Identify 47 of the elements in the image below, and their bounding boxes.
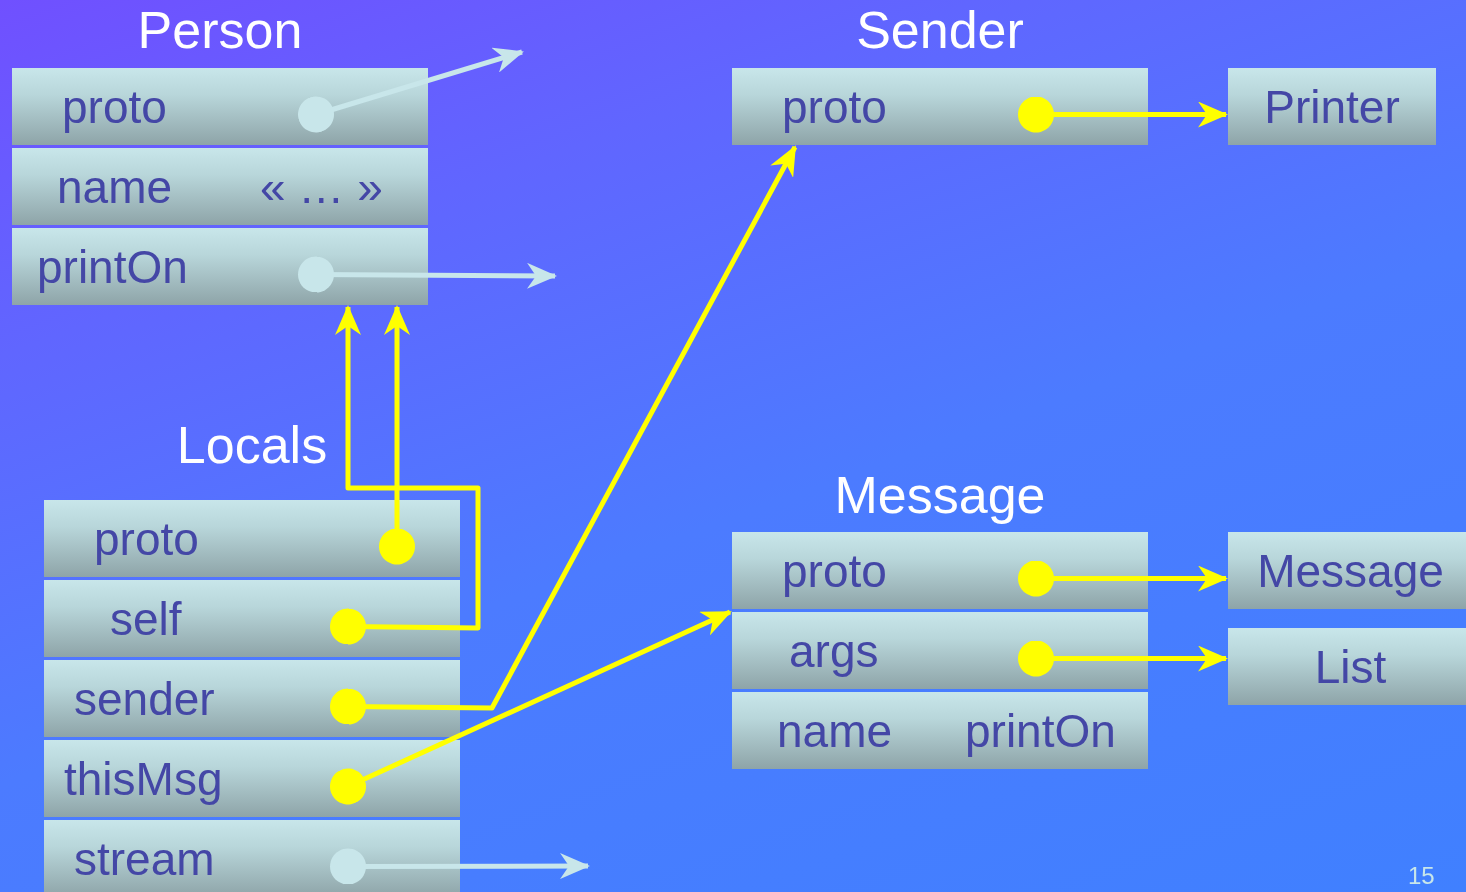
object-title: Person	[136, 0, 304, 60]
pointer-arrow	[330, 145, 798, 725]
slot-name: self	[110, 592, 182, 645]
pointer-arrow	[330, 305, 481, 645]
slot-row	[44, 500, 460, 577]
object-name: Printer	[1264, 80, 1400, 133]
slot-value: printOn	[965, 704, 1116, 757]
slot-name: stream	[74, 832, 215, 885]
pointer-arrow	[298, 256, 557, 293]
page-number: 15	[1408, 862, 1435, 890]
slot-row	[12, 228, 428, 305]
slot-row	[732, 612, 1148, 689]
pointer-arrow	[379, 305, 415, 565]
slot-name: sender	[74, 672, 215, 725]
slot-row	[732, 532, 1148, 609]
slot-row	[732, 692, 1148, 769]
slot-row	[12, 68, 428, 145]
object-title: Message	[833, 465, 1047, 525]
pointer-arrow	[1018, 640, 1228, 677]
slot-row	[44, 580, 460, 657]
slot-name: thisMsg	[64, 752, 223, 805]
object-box	[1228, 68, 1436, 145]
object-name: List	[1314, 640, 1387, 693]
pointer-arrow	[330, 609, 732, 805]
slot-name: printOn	[37, 240, 188, 293]
object-name: Message	[1257, 544, 1444, 597]
pointer-arrow	[330, 848, 590, 885]
slot-name: proto	[94, 512, 199, 565]
slot-name: proto	[782, 80, 887, 133]
object-box	[1228, 532, 1466, 609]
pointer-arrow	[1018, 560, 1228, 597]
slot-name: name	[57, 160, 173, 213]
slot-row	[44, 660, 460, 737]
slot-row	[12, 148, 428, 225]
slot-row	[732, 68, 1148, 145]
slot-name: args	[789, 624, 879, 677]
slot-name: proto	[62, 80, 167, 133]
object-title: Sender	[855, 0, 1025, 60]
slot-row	[44, 820, 460, 892]
pointer-arrow	[298, 47, 524, 133]
object-box	[1228, 628, 1466, 705]
slot-name: name	[777, 704, 893, 757]
pointer-arrow	[1018, 96, 1228, 133]
slot-value: « … »	[260, 160, 383, 213]
object-title: Locals	[175, 415, 329, 475]
slot-name: proto	[782, 544, 887, 597]
slot-row	[44, 740, 460, 817]
